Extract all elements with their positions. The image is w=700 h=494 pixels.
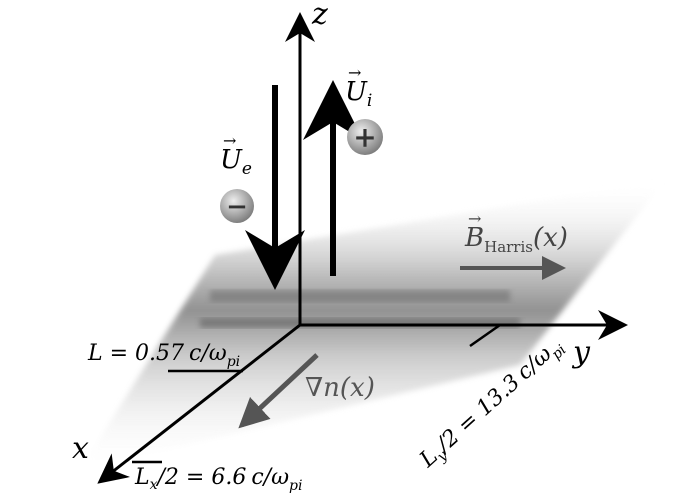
ion-ball-icon <box>347 119 383 155</box>
ion-velocity: Ui → + <box>303 63 383 276</box>
x-axis-label: x <box>72 431 89 466</box>
electron-charge: − <box>226 192 248 222</box>
Ly-tick <box>469 323 501 348</box>
magnetic-field: BHarris(x) → <box>460 209 568 280</box>
electron-velocity-label: Ue <box>220 145 252 179</box>
vector-arrow-icon: → <box>348 63 361 82</box>
density-gradient: ∇n(x) <box>238 353 375 429</box>
gradient-arrow <box>238 353 319 429</box>
ion-velocity-label: Ui <box>345 77 372 111</box>
vector-arrow-icon: → <box>223 131 236 150</box>
electron-ball-icon <box>220 189 254 223</box>
x-axis <box>97 323 301 484</box>
gradient-label: ∇n(x) <box>305 373 375 403</box>
y-axis-label: y <box>571 335 591 370</box>
z-axis-label: z <box>311 0 328 32</box>
ion-charge: + <box>353 121 376 154</box>
electron-velocity: Ue → − <box>220 85 305 290</box>
vector-arrow-icon: → <box>468 209 481 228</box>
field-label: BHarris(x) <box>464 223 568 256</box>
